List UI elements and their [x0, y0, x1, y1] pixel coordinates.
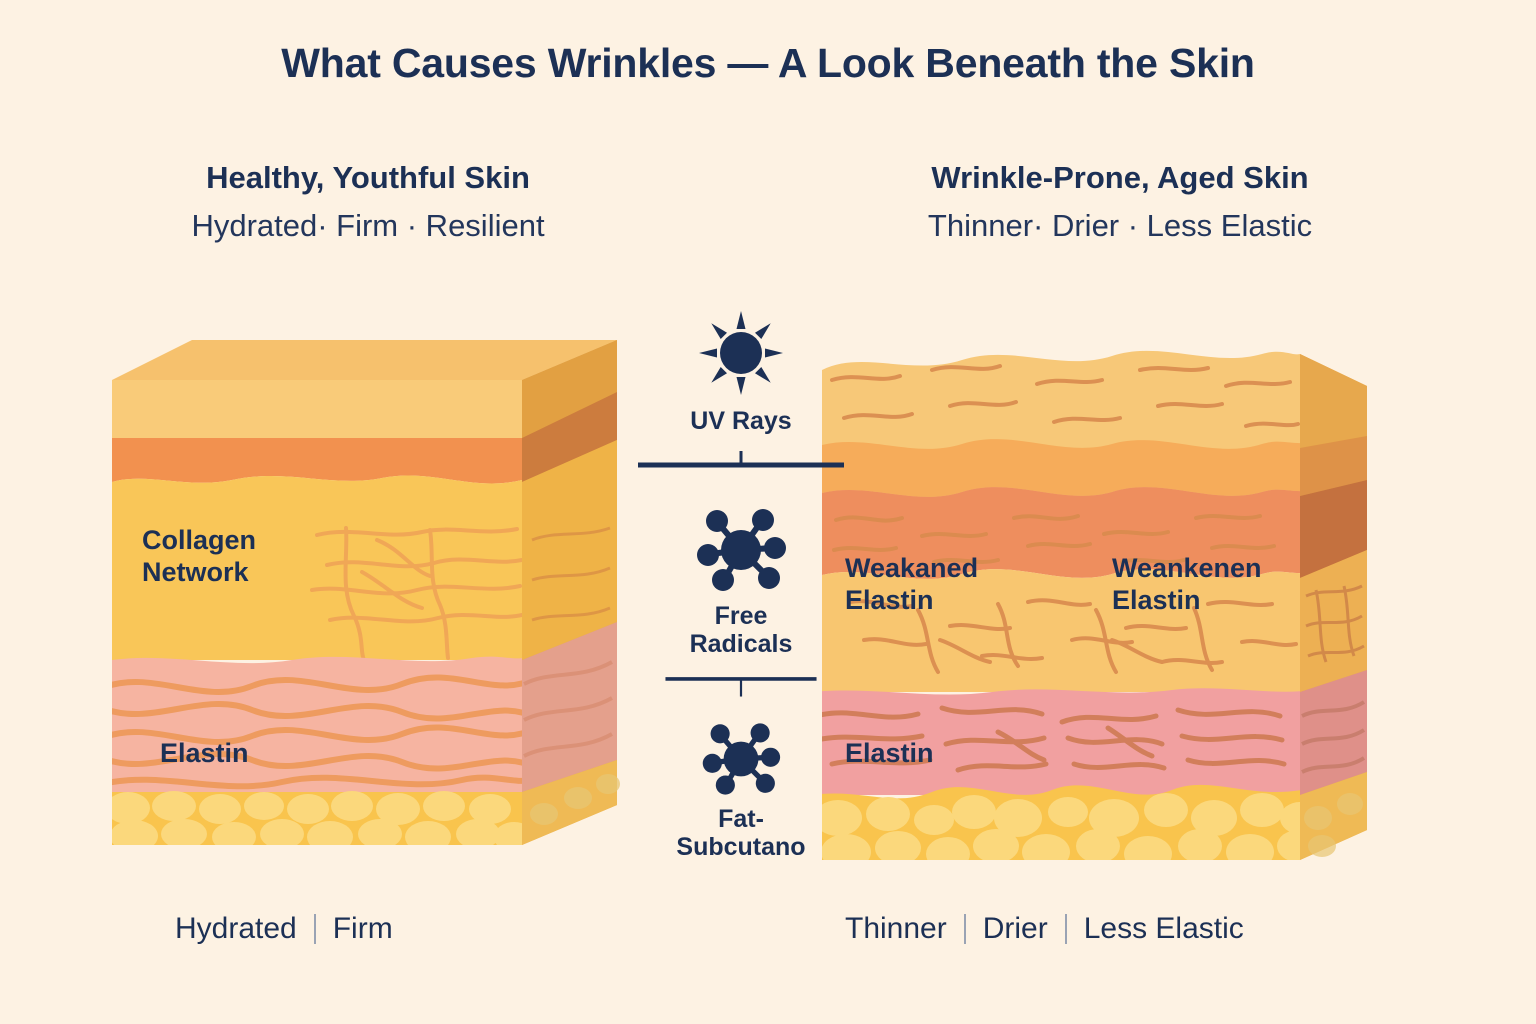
left-top-face — [112, 340, 617, 380]
right-epidermis-band-dark — [822, 487, 1300, 579]
caption-term: Less Elastic — [1083, 912, 1244, 945]
left-fat-cells — [112, 791, 522, 845]
right-broken-fibers — [830, 364, 1300, 674]
connector-line-1 — [638, 451, 844, 468]
aged-skin-block — [822, 340, 1367, 895]
factor-label-uv-rays: UV Rays — [690, 407, 792, 435]
right-elastin-fibers — [822, 705, 1287, 773]
caption-term: Drier — [982, 912, 1048, 945]
caption-term: Firm — [332, 912, 393, 945]
right-epidermis-band-light — [822, 439, 1300, 497]
right-column-header: Wrinkle-Prone, Aged Skin Thinner· Drier … — [810, 160, 1430, 244]
factor-free-radicals: Free Radicals — [636, 504, 846, 658]
left-column-header: Healthy, Youthful Skin Hydrated· Firm · … — [58, 160, 678, 244]
connector-line-2 — [665, 677, 817, 697]
factor-fat-subcutaneous: Fat- Subcutano — [636, 719, 846, 861]
factor-label-fat-subcutaneous: Fat- Subcutano — [676, 805, 806, 861]
page-title: What Causes Wrinkles — A Look Beneath th… — [281, 40, 1255, 86]
right-column-subtitle: Thinner· Drier · Less Elastic — [927, 208, 1313, 243]
left-column-title: Healthy, Youthful Skin — [206, 160, 530, 195]
left-elastin-fibers — [112, 674, 522, 790]
right-elastin-layer — [822, 688, 1300, 795]
caption-term: Hydrated — [175, 912, 297, 945]
factor-label-free-radicals: Free Radicals — [689, 602, 793, 658]
molecule-icon — [697, 509, 786, 591]
left-bottom-caption: Hydrated Firm — [175, 912, 393, 946]
left-epidermis — [112, 380, 522, 438]
factor-uv-rays: UV Rays — [636, 305, 846, 435]
caption-term: Thinner — [845, 912, 947, 945]
left-epidermis-band — [112, 438, 522, 484]
right-dermis — [822, 569, 1300, 692]
left-column-subtitle: Hydrated· Firm · Resilient — [191, 208, 545, 243]
caption-divider — [963, 914, 966, 944]
right-column-title: Wrinkle-Prone, Aged Skin — [931, 160, 1309, 195]
caption-divider — [313, 914, 316, 944]
sun-icon — [699, 311, 783, 395]
caption-divider — [1064, 914, 1067, 944]
right-bottom-caption: Thinner Drier Less Elastic — [845, 912, 1244, 946]
molecule-icon — [702, 723, 781, 795]
center-factors-column: UV Rays Free Radicals — [636, 305, 846, 861]
left-collagen-fibers — [310, 526, 522, 662]
left-side-face — [522, 340, 620, 845]
right-side-face — [1300, 354, 1367, 860]
left-dermis — [112, 475, 522, 660]
right-fat-cells — [822, 793, 1300, 860]
healthy-skin-block — [112, 340, 632, 885]
